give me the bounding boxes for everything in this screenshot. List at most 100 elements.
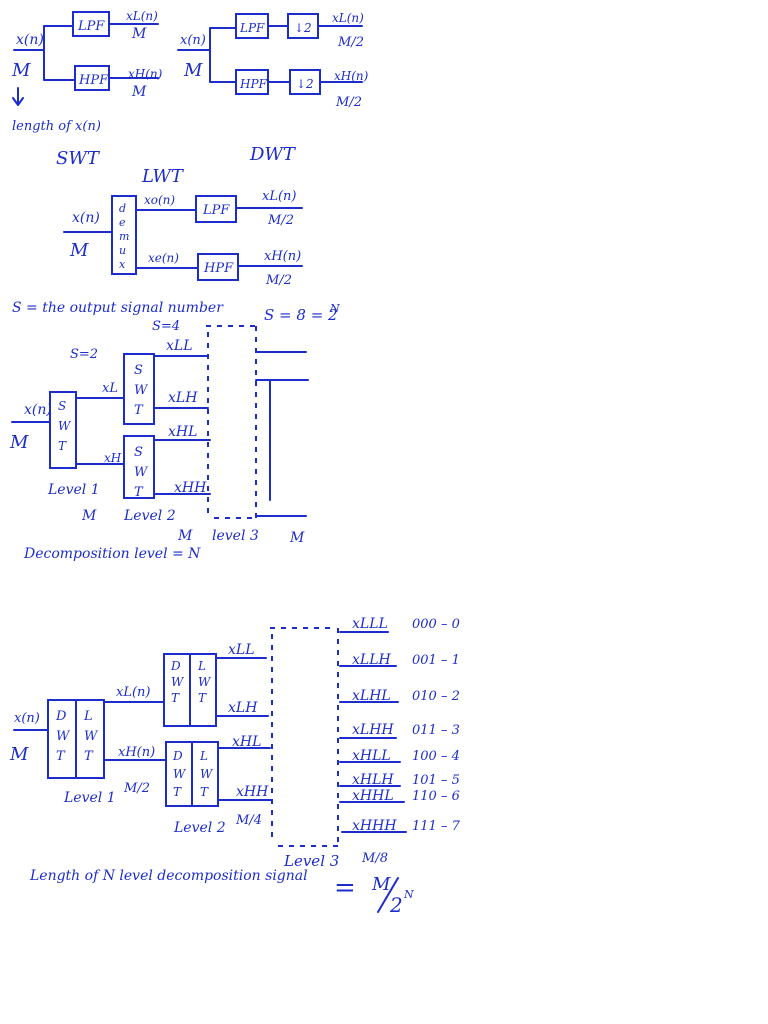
dwt-level3-wires: [339, 631, 407, 833]
swt-out-low-len: M: [131, 26, 147, 42]
dwt-level2-top-lwt-box: [189, 653, 217, 727]
swt-xll-label: xLL: [166, 338, 193, 354]
swt-level3-len: M: [289, 530, 305, 546]
output-code-5: 101 – 5: [412, 773, 460, 788]
swt-length-arrow: [12, 87, 24, 106]
swt-xhl-label: xHL: [168, 424, 197, 440]
tree-input-length: M: [9, 432, 29, 453]
s4-label: S=4: [152, 319, 180, 334]
dwt-out-high: xH(n): [334, 69, 369, 83]
swt-output-wires: [108, 23, 159, 79]
dwt-input-length: M: [183, 60, 203, 81]
swt-level2-bottom-box: [123, 435, 155, 499]
swt-l2b-letter-2: T: [134, 485, 144, 500]
swt-xhh-label: xHH: [174, 480, 207, 496]
lwt-input-length: M: [69, 240, 89, 261]
dwt-input-label: x(n): [180, 33, 206, 48]
output-name-1: xLLH: [352, 652, 391, 668]
output-name-3: xLHH: [352, 722, 394, 738]
swt-level1-len: M: [81, 508, 97, 524]
output-code-7: 111 – 7: [412, 819, 461, 834]
demux-letter-1: e: [119, 216, 126, 229]
lwt-odd-label: xo(n): [144, 193, 175, 207]
swt-out-high-len: M: [131, 84, 147, 100]
dwt-l2a-lwt-letter-1: W: [198, 675, 212, 689]
dwt-l2b-dwt-letter-2: T: [173, 785, 182, 799]
dwt-hpf-label: HPF: [239, 77, 268, 91]
swt-l1-letter-0: S: [58, 399, 66, 413]
dwt-single-stage: x(n) M LPF HPF ↓2 ↓2 xL(n) M/2 xH(n) M/2…: [177, 11, 369, 165]
swt-xl-label: xL: [102, 381, 118, 396]
dwt-tree-xl: xL(n): [116, 685, 150, 700]
swt-level2-bottom-letters: SWT: [134, 445, 149, 500]
lwt-out-high: xH(n): [264, 249, 301, 264]
output-name-5: xHLH: [352, 772, 394, 788]
swt-l2b-letter-0: S: [134, 445, 143, 460]
s-definition: S = the output signal number: [12, 300, 224, 316]
swt-l2a-letter-2: T: [134, 403, 144, 418]
dwt-l2b-lwt-letter-0: L: [199, 749, 208, 763]
dwt-l2a-lwt-letter-0: L: [197, 659, 206, 673]
dwt-down-low-label: ↓2: [294, 21, 312, 35]
swt-level2-wires: [153, 355, 211, 495]
demux-letter-0: d: [119, 202, 126, 215]
swt-level1-wires: [75, 397, 125, 465]
dwt-mid-wires: [267, 25, 291, 83]
output-code-0: 000 – 0: [412, 617, 460, 632]
tree-input-label: x(n): [24, 402, 52, 418]
dwt-tree-input-length: M: [9, 744, 29, 765]
dwt-out-low: xL(n): [332, 11, 364, 25]
dwt-l2b-lwt-letter-1: W: [200, 767, 214, 781]
dwt-split-wires: [177, 27, 237, 83]
dwt-tree-xh: xH(n): [118, 745, 155, 760]
swt-input-label: x(n): [16, 32, 44, 48]
dwt-l2a-dwt-letter-1: W: [171, 675, 185, 689]
dwt-level1-wires: [103, 701, 167, 761]
dwt-tree-xlh: xLH: [228, 700, 258, 716]
dwt-level3-label: Level 3: [283, 852, 339, 870]
swt-input-length: M: [11, 60, 31, 81]
output-name-2: xLHL: [352, 688, 391, 704]
output-code-6: 110 – 6: [412, 789, 460, 804]
swt-level1-label: Level 1: [47, 482, 100, 498]
swt-out-high: xH(n): [128, 67, 163, 81]
dwt-tree-xhl: xHL: [232, 734, 261, 750]
swt-l2b-letter-1: W: [134, 465, 149, 480]
dwt-output-wires: [317, 25, 363, 83]
lwt-out-low: xL(n): [262, 189, 296, 204]
lwt-branch-wires: [135, 209, 199, 269]
demux-letter-3: u: [119, 244, 126, 257]
dwt-level3-dashed-box: [270, 627, 339, 847]
decomposition-level-note: Decomposition level = N: [23, 546, 201, 562]
dwt-l2a-lwt-letter-2: T: [198, 691, 207, 705]
swt-level2-label: Level 2: [123, 508, 176, 524]
demux-letter-4: x: [119, 258, 126, 271]
swt-level3-wires: [255, 351, 309, 517]
swt-level3-label: level 3: [212, 528, 259, 544]
swt-lpf-label: LPF: [77, 19, 105, 34]
dwt-l2a-dwt-letter-2: T: [171, 691, 180, 705]
dwt-down-high-label: ↓2: [296, 77, 314, 91]
swt-xh-label: xH: [104, 451, 122, 465]
swt-level1-letters: SWT: [58, 399, 72, 453]
formula-text: Length of N level decomposition signal: [29, 868, 308, 884]
dwt-title: DWT: [249, 144, 297, 165]
formula-exponent: N: [403, 888, 414, 901]
output-code-1: 001 – 1: [412, 653, 460, 668]
swt-level2-len: M: [177, 528, 193, 544]
dwt-level2-len: M/4: [235, 813, 262, 828]
dwt-l2a-dwt-letter-0: D: [170, 659, 181, 673]
formula-slash: [377, 877, 399, 913]
swt-split-wires: [13, 25, 75, 81]
swt-xlh-label: xLH: [168, 390, 198, 406]
dwt-l1-lwt-letter-2: T: [84, 749, 94, 764]
output-name-4: xHLL: [352, 748, 391, 764]
swt-level2-top-letters: SWT: [134, 363, 149, 418]
output-code-4: 100 – 4: [412, 749, 460, 764]
lwt-input-label: x(n): [72, 210, 100, 226]
